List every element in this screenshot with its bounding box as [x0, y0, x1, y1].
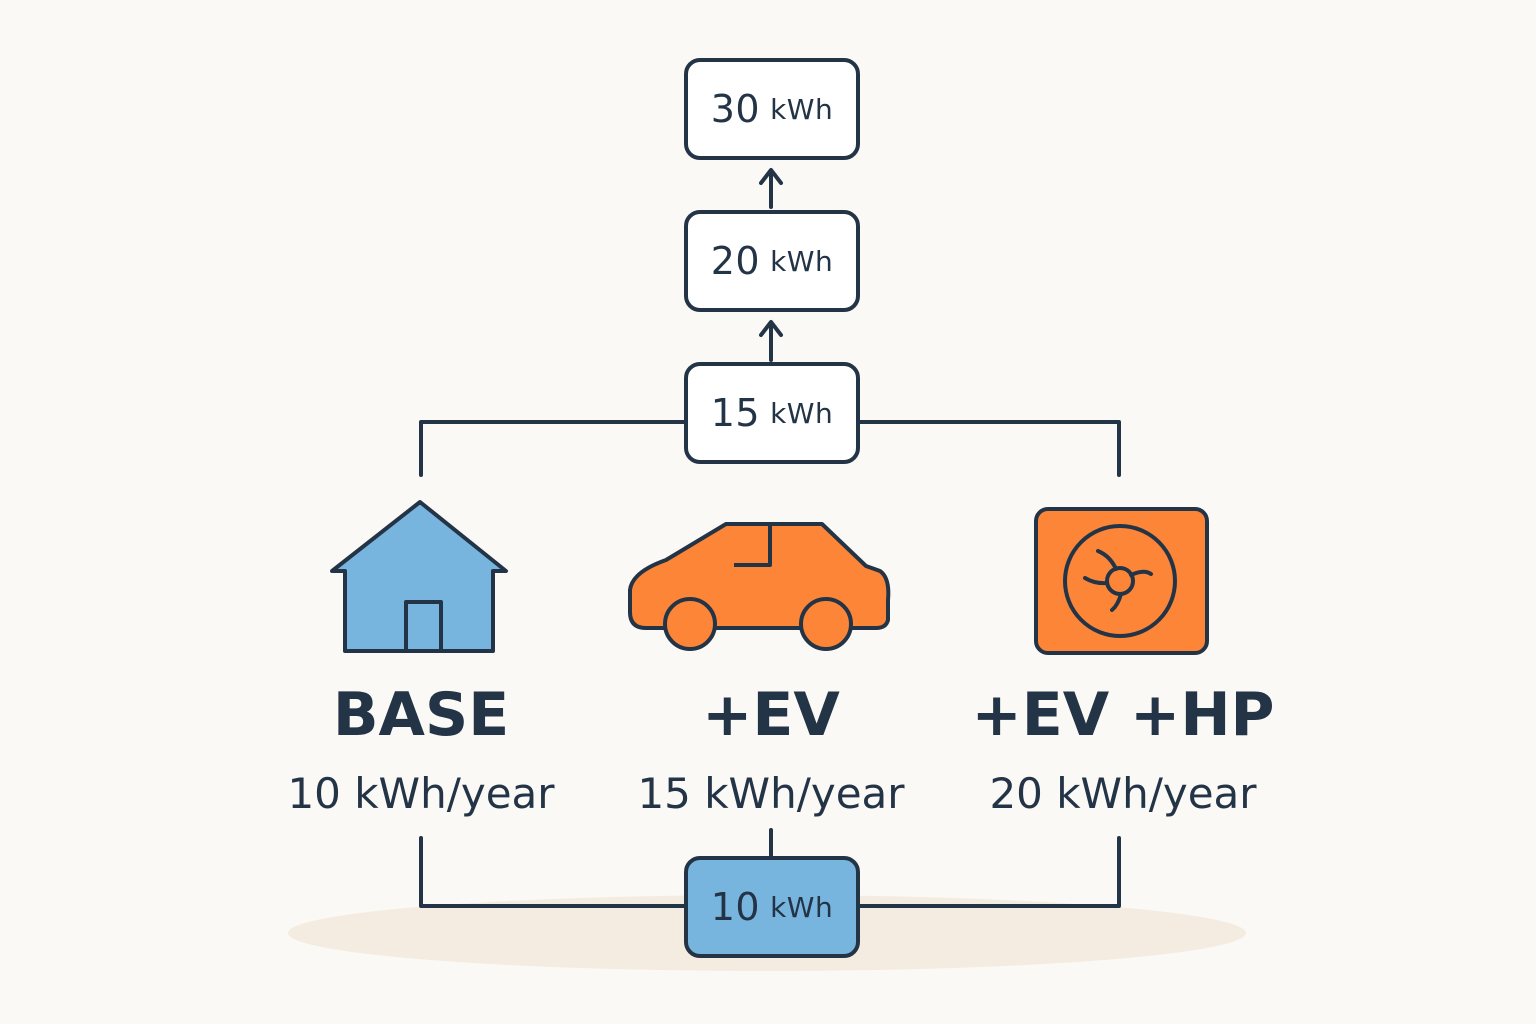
scenario-title: BASE: [332, 680, 510, 750]
branch-right-bottom: [856, 836, 1121, 908]
scenario-title: +EV: [702, 680, 840, 750]
scenario-consumption: 10 kWh/year: [287, 769, 555, 818]
node-10kwh: 10 kWh: [684, 856, 860, 958]
node-30kwh: 30 kWh: [684, 58, 860, 160]
scenario-consumption: 20 kWh/year: [989, 769, 1257, 818]
heat-pump-icon: [1034, 507, 1209, 655]
scenario-title: +EV +HP: [971, 680, 1275, 750]
branch-left-top: [419, 420, 686, 477]
node-unit: kWh: [770, 890, 834, 924]
node-unit: kWh: [770, 92, 834, 126]
node-value: 10: [710, 885, 761, 929]
branch-right-top: [856, 420, 1121, 477]
node-unit: kWh: [770, 396, 834, 430]
node-value: 30: [710, 87, 761, 131]
arrow-head-lower: [759, 320, 783, 337]
branch-left-bottom: [419, 836, 686, 908]
house-icon: [330, 500, 508, 653]
node-20kwh: 20 kWh: [684, 210, 860, 312]
scenario-ev: +EV 15 kWh/year: [571, 680, 971, 822]
node-15kwh: 15 kWh: [684, 362, 860, 464]
node-value: 20: [710, 239, 761, 283]
node-unit: kWh: [770, 244, 834, 278]
node-value: 15: [710, 391, 761, 435]
scenario-consumption: 15 kWh/year: [637, 769, 905, 818]
scenario-base: BASE 10 kWh/year: [221, 680, 621, 822]
car-icon: [628, 522, 891, 651]
arrow-head-upper: [759, 168, 783, 185]
scenario-ev-hp: +EV +HP 20 kWh/year: [923, 680, 1323, 822]
